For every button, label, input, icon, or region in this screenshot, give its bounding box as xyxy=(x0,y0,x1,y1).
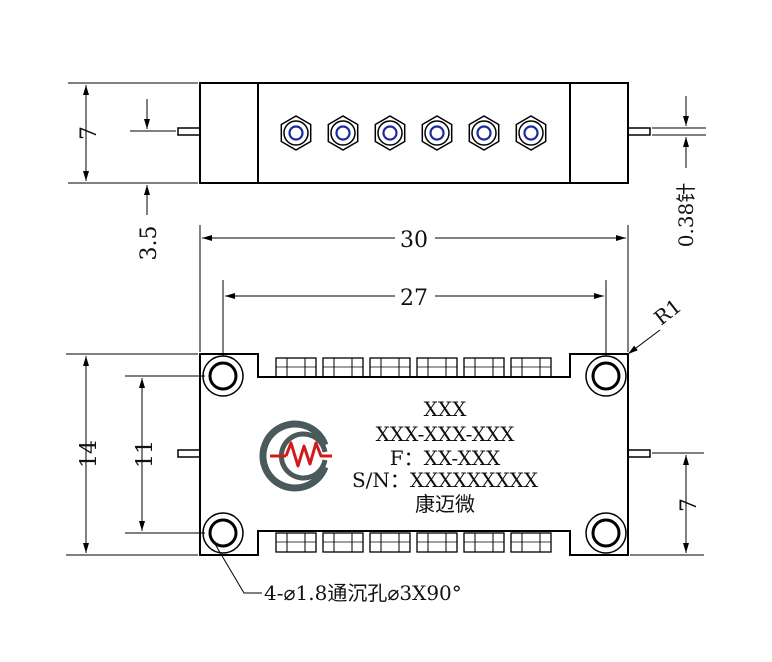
mounting-hole-top-left xyxy=(202,355,244,397)
company-logo xyxy=(259,420,332,492)
dim-overall-width-label: 14 xyxy=(77,440,102,468)
connector-nut-bottom-5 xyxy=(463,532,505,553)
side-pin-left xyxy=(177,127,201,136)
product-label: XXX XXX-XXX-XXX F：XX-XXX S/N：XXXXXXXXX 康… xyxy=(352,397,539,516)
dim-hole-vertical-spacing-label: 11 xyxy=(133,440,158,468)
rf-connector-top-2 xyxy=(327,115,359,151)
dim-top-height-label: 7 xyxy=(77,126,102,140)
dim-pin-diameter xyxy=(652,96,706,168)
dim-hole-spacing xyxy=(222,280,607,356)
rf-connector-top-1 xyxy=(280,115,312,151)
connector-nut-top-5 xyxy=(463,357,505,378)
hole-note: 4-⌀1.8通沉孔⌀3X90° xyxy=(264,581,462,605)
rf-connector-top-3 xyxy=(374,115,406,151)
label-line-3: F：XX-XXX xyxy=(390,446,501,470)
label-line-4: S/N：XXXXXXXXX xyxy=(352,468,539,492)
connector-nut-top-3 xyxy=(369,357,411,378)
connector-nut-top-4 xyxy=(416,357,458,378)
connector-nuts-bottom xyxy=(275,532,552,553)
dim-hole-spacing-label: 27 xyxy=(400,286,428,311)
side-pin-right xyxy=(627,127,651,136)
mounting-hole-top-right xyxy=(585,355,627,397)
dim-pin-position xyxy=(630,452,704,556)
dim-pin-offset xyxy=(130,99,176,215)
plan-pin-left xyxy=(177,449,201,458)
rf-connector-top-4 xyxy=(421,115,453,151)
rf-connector-top-5 xyxy=(468,115,500,151)
connector-nuts-top xyxy=(275,357,552,378)
label-line-1: XXX xyxy=(424,397,467,421)
side-body xyxy=(199,82,629,184)
connector-nut-bottom-6 xyxy=(510,532,552,553)
dim-overall-length xyxy=(199,225,629,352)
connector-nut-top-2 xyxy=(322,357,364,378)
connector-nut-bottom-2 xyxy=(322,532,364,553)
plan-pin-right xyxy=(627,449,651,458)
mounting-hole-bottom-right xyxy=(585,512,627,554)
connector-nut-top-1 xyxy=(275,357,317,378)
plan-view xyxy=(177,353,651,556)
dim-corner-radius-label: R1 xyxy=(649,294,686,330)
connector-row-top xyxy=(280,115,547,151)
dim-pin-offset-label: 3.5 xyxy=(137,226,162,261)
dim-pin-diameter-label: 0.38针 xyxy=(674,183,698,248)
plan-body-outline xyxy=(199,353,629,556)
connector-nut-top-6 xyxy=(510,357,552,378)
connector-nut-bottom-4 xyxy=(416,532,458,553)
label-line-5: 康迈微 xyxy=(415,492,475,516)
hole-note-leader xyxy=(211,538,262,594)
dim-hole-vertical-spacing xyxy=(125,375,205,534)
connector-nut-bottom-3 xyxy=(369,532,411,553)
side-view xyxy=(177,82,651,184)
dim-overall-length-label: 30 xyxy=(400,228,428,253)
connector-nut-bottom-1 xyxy=(275,532,317,553)
dim-corner-radius xyxy=(627,329,661,355)
label-line-2: XXX-XXX-XXX xyxy=(376,422,516,446)
dim-overall-width xyxy=(66,353,198,556)
dim-top-height xyxy=(68,82,198,184)
mounting-hole-bottom-left xyxy=(202,512,244,554)
rf-connector-top-6 xyxy=(515,115,547,151)
dim-pin-position-label: 7 xyxy=(677,498,702,512)
